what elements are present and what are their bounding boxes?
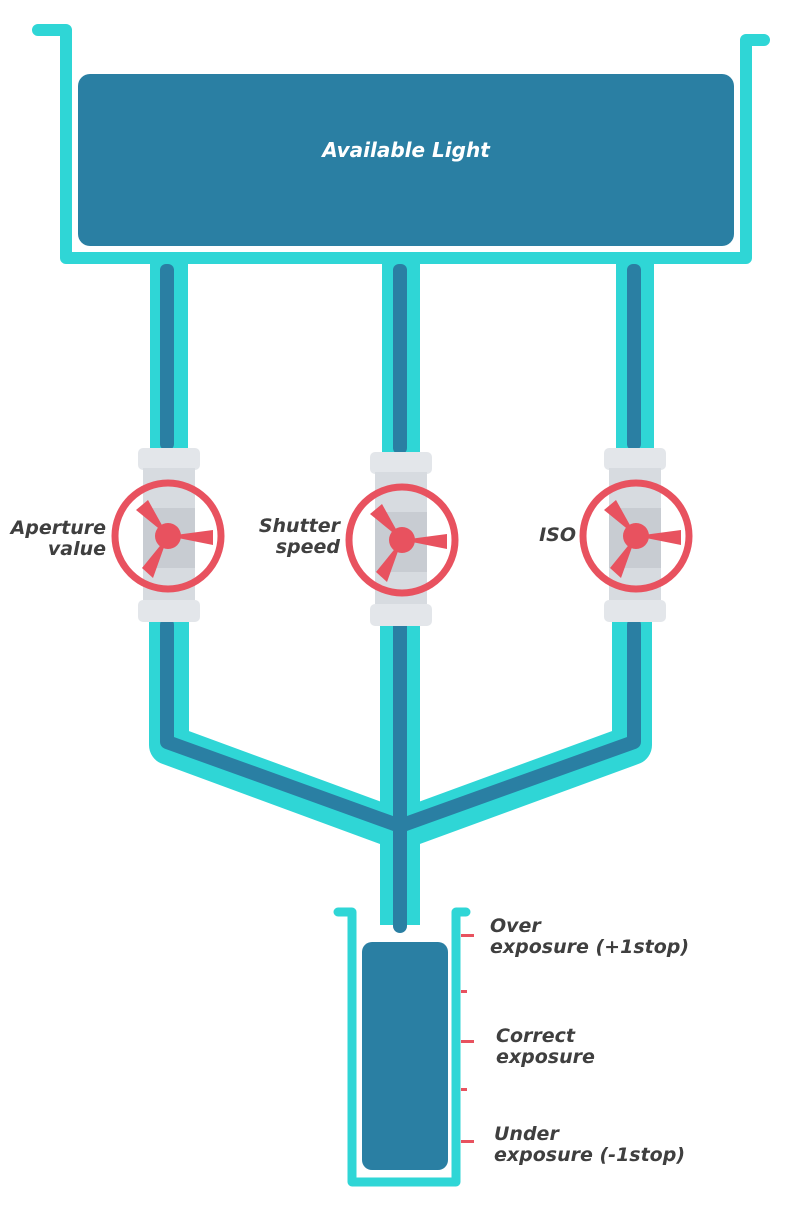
gauge-label-under: Under exposure (-1stop) (494, 1124, 685, 1166)
gauge-ticks (461, 934, 474, 1143)
gauge-frame (333, 907, 471, 1187)
gauge-label-under-line2: exposure (-1stop) (494, 1144, 686, 1166)
valve-label-shutter-line1: Shutter (258, 515, 340, 537)
valve-label-aperture-line2: value (47, 538, 106, 560)
tank-label: Available Light (322, 138, 490, 162)
valve-label-aperture: Aperture value (4, 518, 106, 560)
gauge-label-correct-line1: Correct (496, 1025, 575, 1047)
available-light-tank (78, 74, 734, 246)
upper-pipes (150, 258, 654, 454)
gauge-fill (362, 942, 448, 1170)
gauge-label-correct-line2: exposure (496, 1046, 595, 1068)
gauge-label-over-line1: Over (490, 915, 541, 937)
gauge-label-correct: Correct exposure (496, 1026, 595, 1068)
valve-label-aperture-line1: Aperture (10, 517, 106, 539)
valve-label-shutter-line2: speed (275, 536, 340, 558)
valve-label-shutter: Shutter speed (236, 516, 340, 558)
valve-label-iso: ISO (500, 525, 576, 546)
valve-wheel-shutter[interactable] (345, 483, 459, 597)
gauge-label-over: Over exposure (+1stop) (490, 916, 689, 958)
gauge-label-under-line1: Under (494, 1123, 559, 1145)
valve-label-iso-line1: ISO (539, 524, 576, 546)
valve-wheel-iso[interactable] (579, 479, 693, 593)
lower-manifold (149, 618, 652, 933)
valve-bodies (138, 448, 666, 626)
gauge-label-over-line2: exposure (+1stop) (490, 936, 690, 958)
valve-wheel-aperture[interactable] (111, 479, 225, 593)
